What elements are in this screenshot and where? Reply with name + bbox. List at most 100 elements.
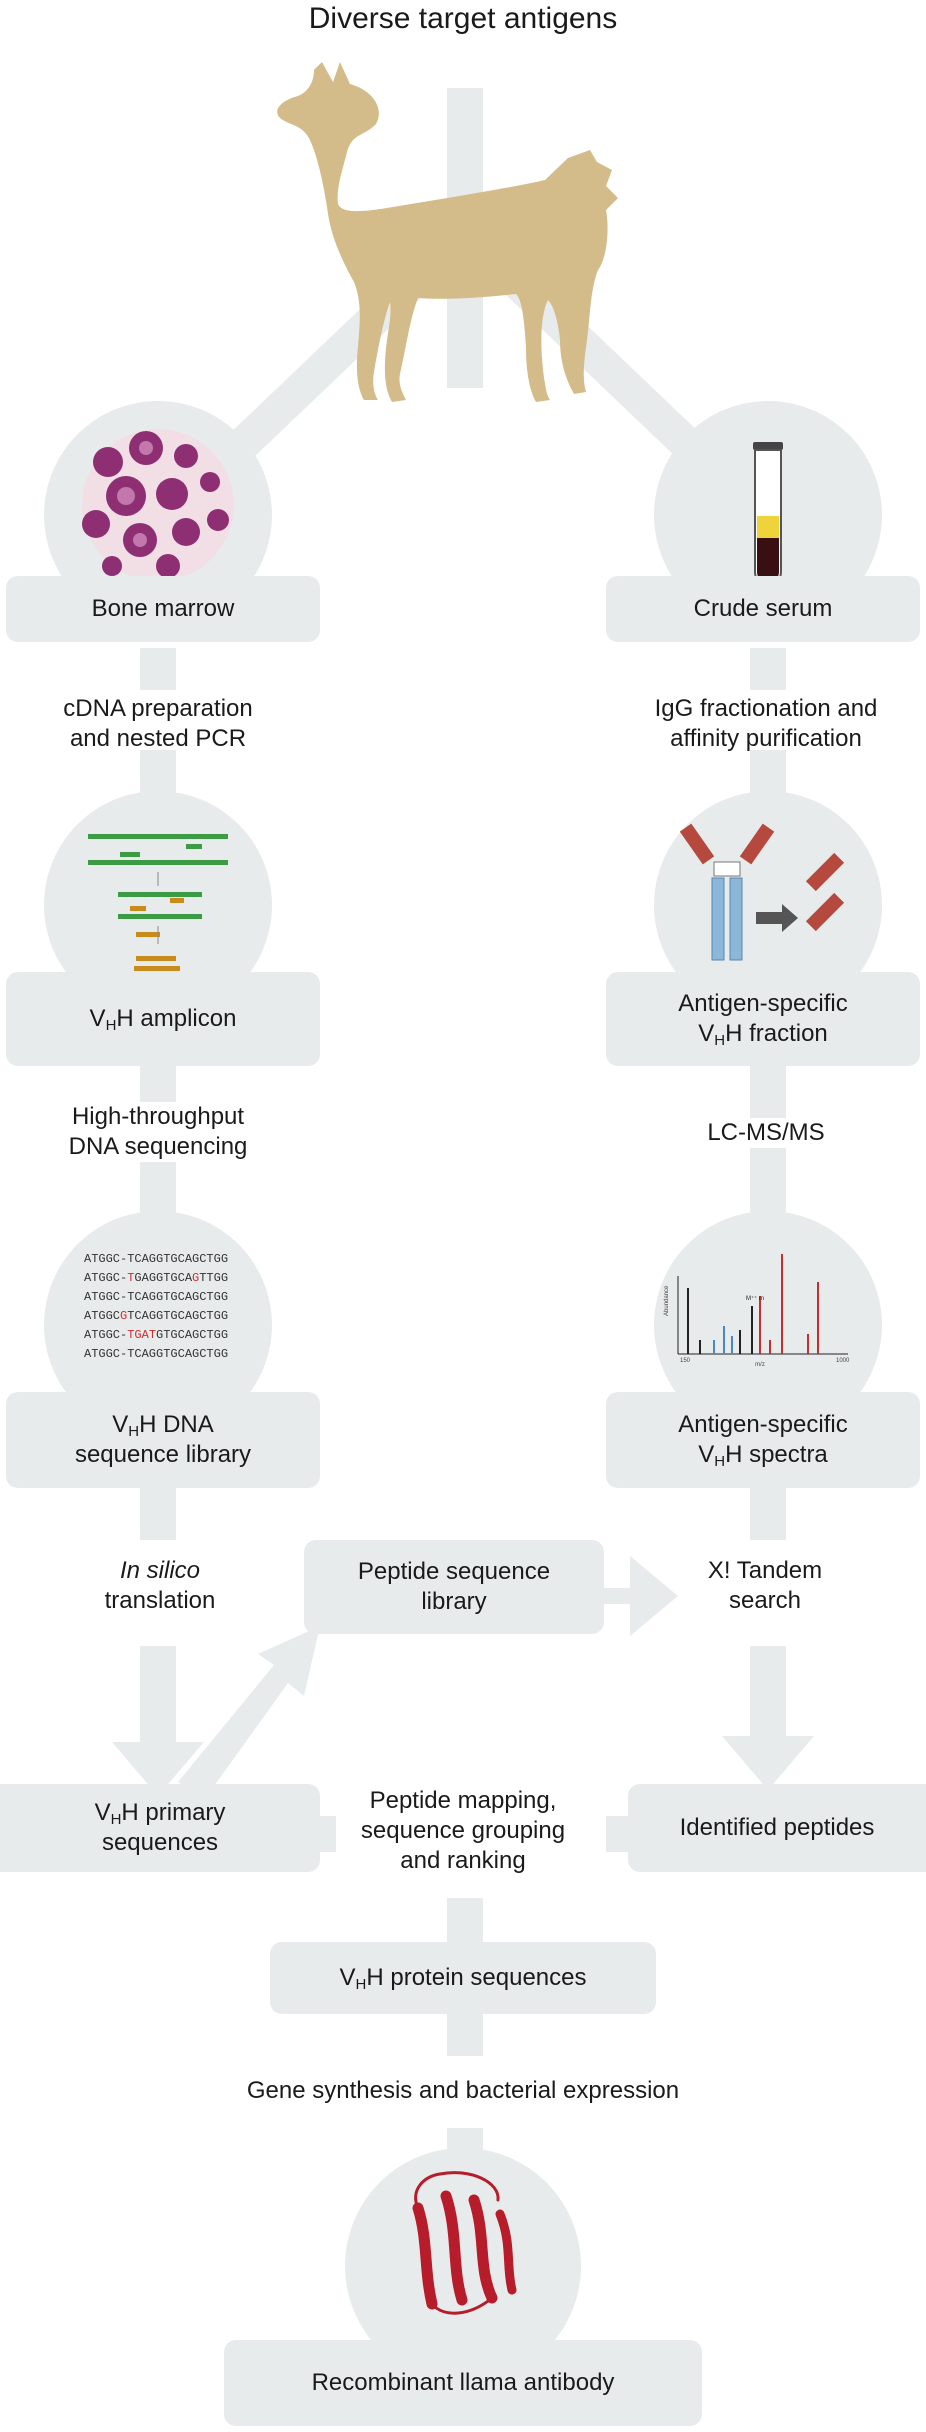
step-cdna-prep: cDNA preparation and nested PCR <box>0 694 316 754</box>
fraction-line2: VHH fraction <box>698 1019 828 1049</box>
gel-band <box>88 860 228 865</box>
peptide-library-line2: library <box>421 1588 487 1615</box>
circle-dna <box>44 1211 272 1439</box>
spectrum-peak-label: M⁺⁺ m <box>746 1295 764 1302</box>
marrow-nucleus <box>117 487 135 505</box>
fraction-text: H fraction <box>725 1020 828 1047</box>
primary-line2: sequences <box>101 1829 219 1856</box>
dna-mutation: G <box>192 1271 200 1285</box>
heavy-chain <box>711 877 725 961</box>
box-peptide-library: Peptide sequence library <box>304 1540 604 1634</box>
step-lcms-text: LC-MS/MS <box>707 1119 825 1146</box>
marrow-cell <box>102 556 122 576</box>
peptide-library-line1: Peptide sequence <box>357 1558 551 1585</box>
step-in-silico: In silico translation <box>0 1556 320 1616</box>
box-crude-serum-label: Crude serum <box>693 595 833 622</box>
step-cdna-line2: and nested PCR <box>69 725 247 752</box>
v-letter: V <box>698 1020 715 1047</box>
marrow-cell <box>172 518 200 546</box>
gel-band <box>88 834 228 839</box>
pcr-bands-illustration <box>88 834 228 971</box>
test-tube <box>753 442 783 586</box>
marrow-nucleus <box>133 533 147 547</box>
dna-sequence-line: ATGGC-TCAGGTGCAGCTGG <box>84 1250 234 1269</box>
dna-segment: ATGGC <box>84 1309 121 1323</box>
fraction-line1: Antigen-specific <box>678 990 848 1017</box>
conn-primary-right <box>320 1816 336 1852</box>
h-subscript: H <box>105 1017 117 1034</box>
step-xtandem: X! Tandem search <box>660 1556 870 1616</box>
amplicon-text: H amplicon <box>116 1005 237 1032</box>
v-letter: V <box>339 1964 356 1991</box>
step-seq-line1: High-throughput <box>71 1103 245 1130</box>
dna-segment: TTGG <box>199 1271 229 1285</box>
box-vhh-primary: VHH primary sequences <box>0 1784 320 1872</box>
xtandem-line2: search <box>728 1587 802 1614</box>
gel-band <box>118 914 202 919</box>
box-vhh-protein-sequences: VHH protein sequences <box>270 1942 656 2014</box>
h-subscript: H <box>714 1453 726 1470</box>
conn-r3a <box>750 1488 786 1540</box>
tube-cap <box>753 442 783 450</box>
gel-band <box>136 932 160 937</box>
step-igg-fractionation: IgG fractionation and affinity purificat… <box>606 694 926 754</box>
arrow-up-right <box>178 1626 320 1800</box>
conn-l2a <box>140 1066 176 1102</box>
conn-mid1 <box>447 1898 483 1942</box>
v-letter: V <box>94 1799 111 1826</box>
conn-l1b <box>140 750 176 796</box>
conn-identified-left <box>606 1816 628 1852</box>
tube-serum-layer <box>757 516 779 538</box>
box-bone-marrow: Bone marrow <box>6 576 320 642</box>
dna-sequence-line: ATGGC-TCAGGTGCAGCTGG <box>84 1288 234 1307</box>
vhh-domain <box>739 823 775 865</box>
box-vhh-amplicon-label: VHH amplicon <box>90 1004 237 1034</box>
dna-sequence-line: ATGGC-TGATGTGCAGCTGG <box>84 1326 234 1345</box>
conn-mid2 <box>447 2014 483 2056</box>
box-vhh-amplicon: VHH amplicon <box>6 972 320 1066</box>
dna-segment: TCAGGTGCAGCTGG <box>127 1309 229 1323</box>
spectrum-x-min: 150 <box>680 1358 691 1364</box>
dna-mutation: G <box>120 1309 128 1323</box>
h-subscript: H <box>128 1423 140 1440</box>
step-peptide-mapping: Peptide mapping, sequence grouping and r… <box>330 1786 596 1876</box>
step-ht-sequencing: High-throughput DNA sequencing <box>0 1102 316 1162</box>
v-letter: V <box>112 1411 129 1438</box>
box-vhh-fraction: Antigen-specific VHH fraction <box>606 972 920 1066</box>
conn-r1b <box>750 750 786 796</box>
gel-band <box>186 844 202 849</box>
gel-band <box>118 892 202 897</box>
dna-mutation: T <box>127 1271 135 1285</box>
igg-illustration <box>679 823 845 961</box>
marrow-cell <box>156 478 188 510</box>
circle-fraction <box>654 791 882 1019</box>
dna-segment: ATGGC-TCAGGTGCAGCTGG <box>84 1290 229 1304</box>
spectra-line1: Antigen-specific <box>678 1411 848 1438</box>
mapping-line1: Peptide mapping, <box>369 1787 557 1814</box>
box-vhh-dna-library: VHH DNA sequence library <box>6 1392 320 1488</box>
marrow-cell <box>82 510 110 538</box>
spectra-line2: VHH spectra <box>698 1440 828 1470</box>
spectrum-y-label: Abundance <box>664 1285 670 1316</box>
in-silico-italic: In silico <box>119 1557 201 1584</box>
llama-silhouette <box>277 62 618 402</box>
circle-amplicon <box>44 791 272 1019</box>
dna-segment: ATGGC- <box>84 1271 128 1285</box>
ribbon-loop <box>438 2171 500 2202</box>
tube-blood-layer <box>757 538 779 583</box>
protein-seq-label: VHH protein sequences <box>340 1963 587 1993</box>
dna-sequence-line: ATGGC-TGAGGTGCAGTTGG <box>84 1269 234 1288</box>
dna-segment: GAGGTGCA <box>134 1271 193 1285</box>
page-title: Diverse target antigens <box>308 2 618 35</box>
bone-marrow-micrograph <box>82 429 234 581</box>
spectrum-x-max: 1000 <box>836 1358 850 1364</box>
marrow-cell <box>200 472 220 492</box>
dna-mutation: TGAT <box>127 1328 157 1342</box>
dna-segment: GTGCAGCTGG <box>156 1328 229 1342</box>
vhh-domain <box>679 823 715 865</box>
identified-label: Identified peptides <box>679 1814 875 1841</box>
conn-l3a <box>140 1488 176 1540</box>
dna-segment: ATGGC-TCAGGTGCAGCTGG <box>84 1347 229 1361</box>
